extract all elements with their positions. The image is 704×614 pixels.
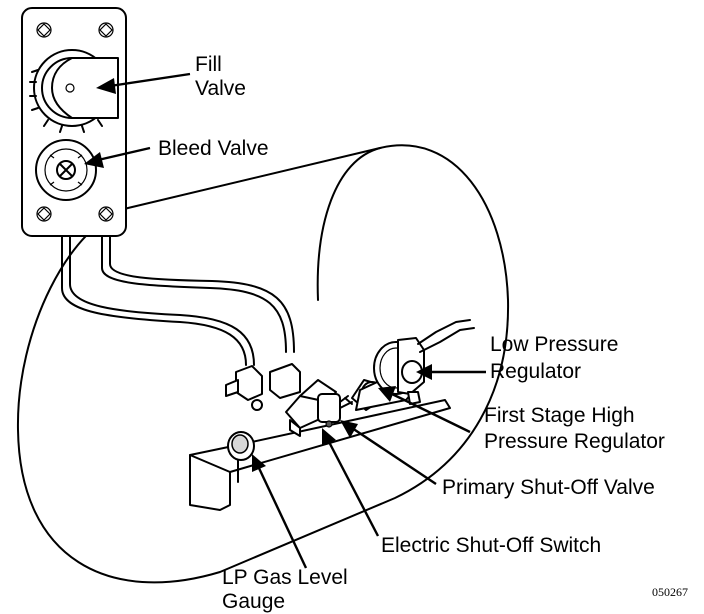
lp-gas-level-gauge-label-line1: LP Gas Level <box>222 566 348 589</box>
first-stage-regulator-label-line2: Pressure Regulator <box>484 430 665 453</box>
primary-shutoff-valve-label: Primary Shut-Off Valve <box>442 476 655 499</box>
figure-number: 050267 <box>652 585 688 599</box>
bleed-valve <box>36 140 96 200</box>
low-pressure-regulator-label-line1: Low Pressure <box>490 333 618 356</box>
bleed-valve-label: Bleed Valve <box>158 137 269 160</box>
electric-shutoff-switch-label: Electric Shut-Off Switch <box>381 534 601 557</box>
lp-gas-level-gauge <box>228 432 254 460</box>
low-pressure-regulator-label-line2: Regulator <box>490 360 581 383</box>
first-stage-regulator-label-line1: First Stage High <box>484 404 635 427</box>
fill-valve-label-line1: Fill <box>195 53 222 76</box>
lp-gas-level-gauge-label-line2: Gauge <box>222 590 285 613</box>
fill-panel <box>22 8 126 236</box>
fill-valve-label-line2: Valve <box>195 77 246 100</box>
